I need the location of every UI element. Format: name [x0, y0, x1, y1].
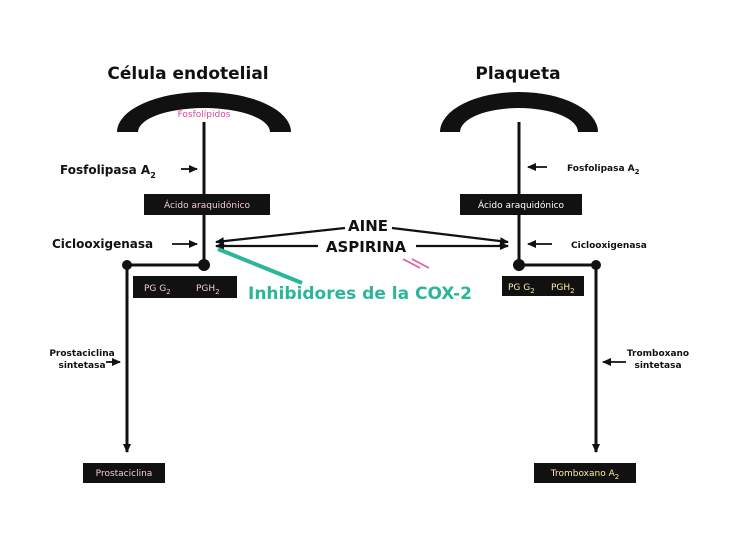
left-membrane-label: Fosfolípidos [178, 110, 231, 120]
block-mark-1 [402, 258, 421, 269]
left-enzyme1-label: Fosfolipasa A2 [60, 163, 156, 180]
right-intermediate1: PG G2 [508, 283, 535, 295]
right-enzyme2-label: Ciclooxigenasa [571, 241, 647, 251]
cox2-inhibitor-line [217, 247, 303, 285]
right-intermediate2: PGH2 [551, 283, 575, 295]
right-product-box [534, 463, 636, 483]
left-enzyme2-label: Ciclooxigenasa [52, 237, 153, 251]
aspirina-label: ASPIRINA [326, 238, 407, 256]
left-synthase-line2: sintetasa [58, 361, 105, 371]
aine-to-right-arrow [391, 226, 509, 246]
right-title: Plaqueta [475, 64, 560, 84]
right-substrate-label: Ácido araquidónico [478, 199, 565, 211]
right-synthase-line2: sintetasa [634, 361, 681, 371]
right-membrane-arc [440, 92, 598, 132]
right-enzyme1-label: Fosfolipasa A2 [567, 164, 640, 176]
right-product-label: Tromboxano A2 [550, 469, 619, 481]
left-title: Célula endotelial [107, 64, 268, 84]
right-intermediate-box [502, 276, 584, 296]
cox2-inhibitor-label: Inhibidores de la COX-2 [248, 284, 472, 304]
left-synthase-line1: Prostaciclina [49, 349, 114, 359]
left-intermediate2: PGH2 [196, 284, 220, 296]
aine-label: AINE [348, 217, 388, 235]
left-substrate-box [144, 194, 270, 215]
aine-to-left-arrow [215, 226, 346, 246]
block-mark-2 [411, 258, 430, 269]
right-membrane-label: Fosfolípidos [493, 110, 546, 120]
left-product-label: Prostaciclina [96, 469, 153, 479]
right-substrate-box [460, 194, 582, 215]
left-intermediate-box [133, 276, 237, 298]
right-branch-node-inner [513, 259, 525, 271]
left-membrane-arc [117, 92, 291, 132]
left-substrate-label: Ácido araquidónico [164, 199, 251, 211]
left-product-box [83, 463, 165, 483]
right-synthase-line1: Tromboxano [627, 349, 689, 359]
left-branch-node-inner [198, 259, 210, 271]
left-intermediate1: PG G2 [144, 284, 171, 296]
